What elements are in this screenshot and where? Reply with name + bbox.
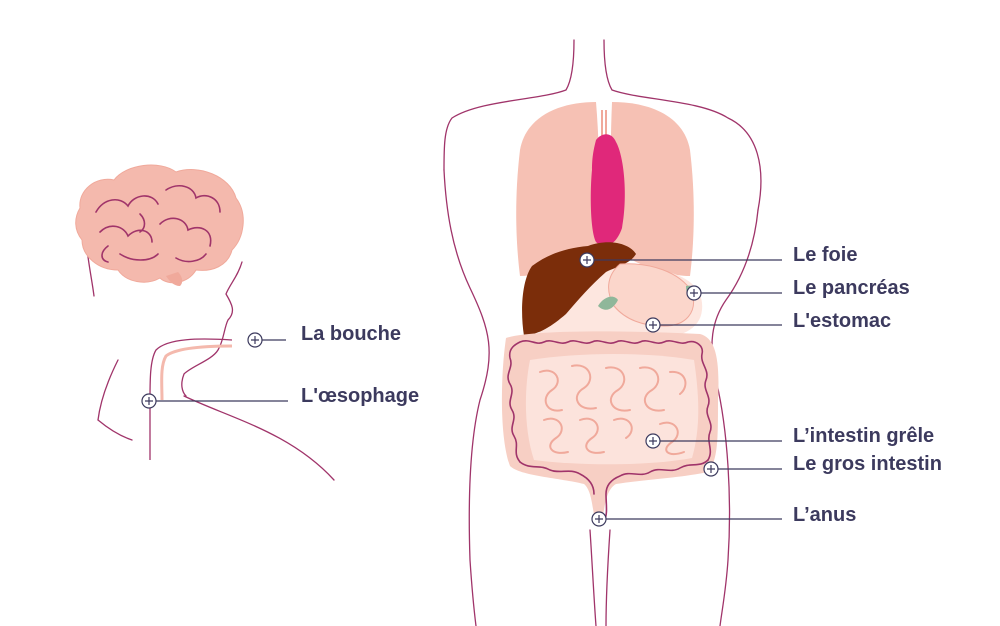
lungs xyxy=(516,102,694,276)
label-large-intestine: Le gros intestin xyxy=(793,453,942,475)
esophagus-tube xyxy=(149,338,233,460)
marker-large-intestine-icon xyxy=(703,461,719,477)
marker-pancreas-icon xyxy=(686,285,702,301)
marker-anus-icon xyxy=(591,511,607,527)
label-pancreas: Le pancréas xyxy=(793,277,910,299)
left-lung xyxy=(516,102,600,276)
stomach xyxy=(608,263,694,327)
heart xyxy=(590,134,625,246)
brain xyxy=(75,164,244,286)
torso-outline xyxy=(443,39,762,626)
small-intestine-coils xyxy=(539,364,687,456)
marker-liver-icon xyxy=(579,252,595,268)
marker-stomach-icon xyxy=(645,317,661,333)
liver xyxy=(522,242,636,336)
label-anus: L’anus xyxy=(793,504,857,526)
marker-small-intestine-icon xyxy=(645,433,661,449)
gallbladder xyxy=(598,296,618,310)
marker-esophagus-icon xyxy=(141,393,157,409)
right-lung xyxy=(610,102,694,276)
leader-lines xyxy=(156,259,782,520)
label-esophagus: L'œsophage xyxy=(301,385,420,407)
label-stomach: L'estomac xyxy=(793,310,892,332)
label-mouth: La bouche xyxy=(301,323,402,345)
colon-outline xyxy=(507,340,712,523)
brainstem xyxy=(166,272,183,286)
markers xyxy=(141,252,719,527)
label-liver: Le foie xyxy=(793,244,858,266)
marker-mouth-icon xyxy=(247,332,263,348)
label-small-intestine: L’intestin grêle xyxy=(793,425,935,447)
